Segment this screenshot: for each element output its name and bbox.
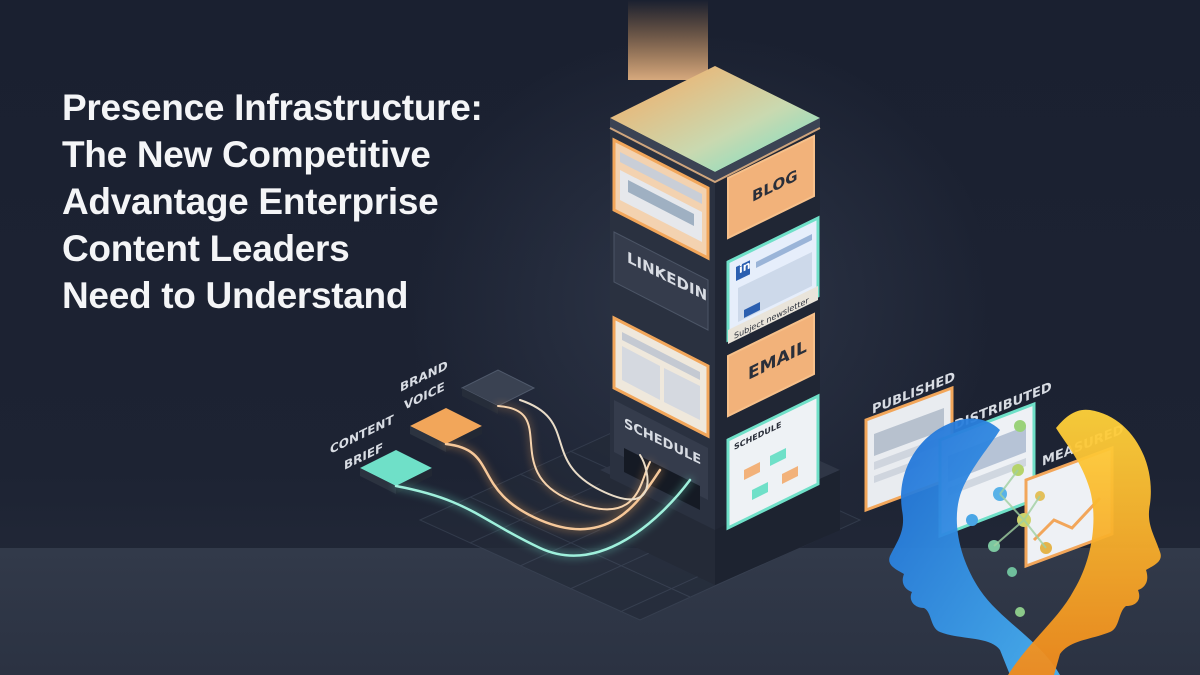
linkedin-logo: in [739,258,751,277]
brand-voice-tile [410,408,482,452]
connection-cables [393,399,693,559]
blog-label-panel: BLOG [727,134,815,240]
blog-document-panel [612,137,710,261]
blue-head-silhouette [889,418,1060,675]
headline-line-1: Presence Infrastructure: [62,87,483,128]
orange-head-silhouette [1008,409,1161,675]
data-particles [966,420,1052,617]
headline: Presence Infrastructure: The New Competi… [62,84,582,319]
light-beam [628,0,708,80]
email-label-panel: EMAIL [727,312,815,418]
headline-line-2: The New Competitive [62,134,431,175]
brand-voice-tile-dark [460,369,536,414]
headline-line-4: Content Leaders [62,228,350,269]
schedule-calendar-panel: SCHEDULE [726,393,820,531]
headline-line-3: Advantage Enterprise [62,181,439,222]
email-document-panel [612,315,710,439]
tower-top-face [610,66,820,172]
headline-line-5: Need to Understand [62,275,409,316]
